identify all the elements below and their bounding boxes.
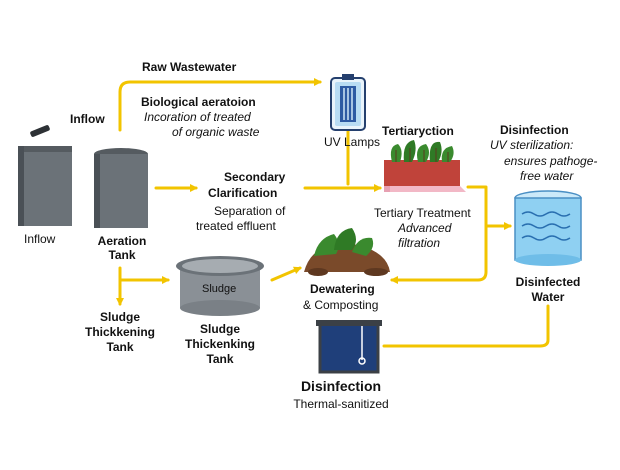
label-secondary-desc2: treated effluent	[196, 219, 276, 233]
label-disinfection-desc3: free water	[520, 169, 574, 183]
label-disinfection-desc1: UV sterilization:	[490, 138, 574, 152]
arrow-water-to-thermal	[382, 304, 550, 348]
label-tertiary-desc1: Advanced	[398, 221, 452, 235]
arrow-raw-to-uv	[118, 78, 322, 132]
thermal-tank-icon	[316, 320, 382, 374]
sludge-tank-icon	[176, 256, 264, 316]
label-tertiary-title: Tertiaryction	[382, 124, 454, 138]
inflow-tank-icon	[18, 125, 72, 226]
label-disinfected-water2: Water	[531, 290, 565, 304]
label-thickening-mid1: Sludge	[199, 322, 240, 336]
label-aeration-tank2: Tank	[108, 248, 136, 262]
aeration-tank-icon	[94, 148, 148, 228]
label-thermal: Thermal-sanitized	[293, 397, 389, 411]
label-thickening-left2: Thickkening	[84, 325, 155, 339]
tertiary-bed-icon	[384, 140, 466, 192]
label-bio-title: Biological aeratoion	[141, 95, 256, 109]
label-secondary-title2: Clarification	[208, 186, 278, 200]
label-sludge-tank: Sludge	[202, 283, 237, 295]
label-bio-desc2: of organic waste	[172, 125, 260, 139]
arrow-aeration-to-sludge	[118, 272, 170, 284]
flow-arrows	[116, 78, 550, 348]
label-thickening-left3: Tank	[106, 340, 134, 354]
label-thickening-mid3: Tank	[206, 352, 234, 366]
label-bio-desc1: Incoration of treated	[144, 110, 251, 124]
label-dewatering1: Dewatering	[310, 282, 375, 296]
label-secondary-desc1: Separation of	[214, 204, 286, 218]
disinfection-tank-icon	[514, 190, 582, 266]
label-tertiary-treatment: Tertiary Treatment	[374, 206, 471, 220]
uv-lamp-icon	[330, 74, 366, 131]
label-raw-wastewater: Raw Wastewater	[142, 60, 237, 74]
label-secondary-title1: Secondary	[224, 170, 286, 184]
arrow-sludge-to-dewatering	[270, 266, 302, 282]
compost-pile-icon	[304, 228, 390, 276]
label-aeration-tank1: Aeration	[97, 234, 147, 248]
label-disinfected-water1: Disinfected	[515, 275, 581, 289]
label-disinfection-top: Disinfection	[500, 123, 569, 137]
label-inflow-top: Inflow	[70, 112, 105, 126]
label-thickening-mid2: Thickenking	[184, 337, 255, 351]
arrow-back-to-dewatering	[390, 224, 488, 284]
label-disinfection-desc2: ensures pathoge-	[504, 154, 598, 168]
arrow-tertiary-to-disinfection	[466, 185, 512, 230]
label-disinfection-bottom: Disinfection	[300, 378, 382, 394]
label-tertiary-desc2: filtration	[398, 236, 441, 250]
label-inflow-tank: Inflow	[24, 232, 56, 246]
label-thickening-left1: Sludge	[99, 310, 140, 324]
label-uv-lamps: UV Lamps	[324, 135, 381, 149]
label-dewatering2: & Composting	[303, 298, 379, 312]
